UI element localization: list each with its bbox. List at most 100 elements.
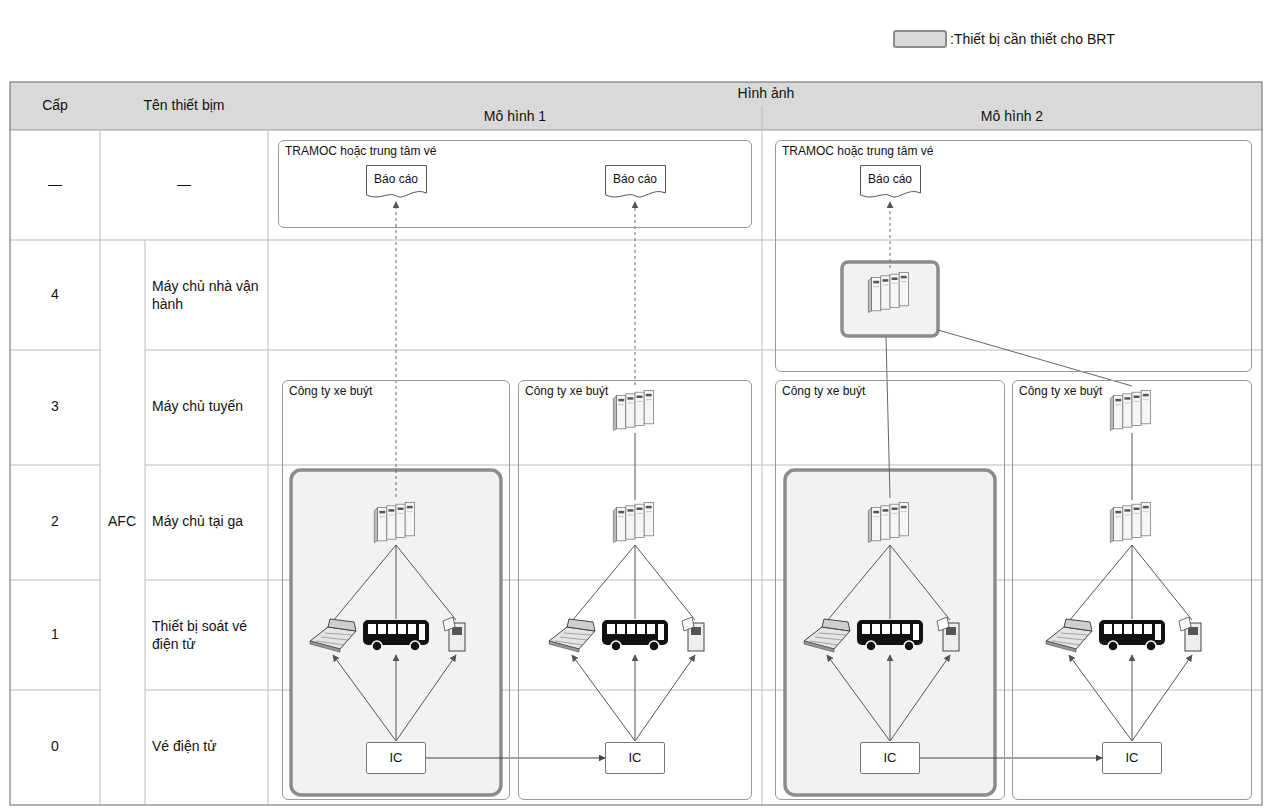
report-arrow [635,202,636,385]
ticket-machine-icon [549,619,595,652]
column-line [268,130,269,805]
node-text: IC [629,743,642,773]
row-line [10,130,1262,131]
document-outline [860,166,920,198]
device-name: Máy chủ nhà vận hành [152,278,260,313]
reader-icon [1179,617,1201,651]
ic-card: IC [366,742,426,774]
node-text: IC [884,743,897,773]
node-text: TRAMOC hoặc trung tâm vé [776,141,1251,161]
company-box: Công ty xe buýtIC [282,380,510,800]
table-cell: — [48,176,62,194]
card-arrow [572,655,635,741]
level-number: 3 [51,398,59,416]
station-server-icon [868,503,908,543]
bus-icon [857,620,923,651]
company-box: Công ty xe buýtIC [775,380,1005,800]
system-label: AFC [108,513,136,531]
node-text: IC [390,743,403,773]
table-header: Cấp [42,97,68,115]
wire [890,545,891,619]
node-text: Công ty xe buýt [1013,381,1251,401]
card-arrow [890,655,891,741]
center-box: TRAMOC hoặc trung tâm vé Báo cáo [775,140,1252,372]
wires [827,545,950,741]
ticket-machine-icon [804,619,850,652]
report-arrow [396,202,397,497]
device-name: Máy chủ tại ga [152,513,260,531]
card-arrow [635,655,695,741]
route-server-icon [613,391,653,431]
card-arrow [1132,655,1192,741]
brt-highlight [785,470,995,795]
ticket-machine-icon [1046,619,1092,652]
card-arrow [396,655,456,741]
row-line [10,240,1262,241]
company-box: Công ty xe buýtIC [1012,380,1252,800]
reader-icon [937,617,959,651]
wire [827,545,890,621]
column-line [100,130,101,805]
station-server-icon [613,503,653,543]
column-line [145,240,146,805]
card-arrow [827,655,890,741]
wire [1069,545,1132,621]
table-grid [10,106,1262,805]
wire [1132,545,1192,620]
card-arrow [333,655,396,741]
document-outline [605,166,665,198]
wires [572,433,695,741]
card-transfer-arrow [426,758,605,759]
table-header: Mô hình 2 [981,108,1043,126]
node-text: Công ty xe buýt [519,381,751,401]
wire [1132,433,1133,500]
legend-swatch [893,30,947,48]
station-server-icon [374,503,414,543]
wire [635,545,695,620]
operator-server-icon [868,273,908,313]
device-name: Máy chủ tuyến [152,398,260,416]
node-text: Công ty xe buýt [283,381,509,401]
ic-card: IC [605,742,665,774]
row-line [10,690,100,691]
ic-card: IC [1102,742,1162,774]
company-illustration [549,391,704,742]
station-server-icon [1110,503,1150,543]
ticket-machine-icon [310,619,356,652]
card-arrow [1069,655,1132,741]
company-box: Công ty xe buýtIC [518,380,752,800]
node-text: IC [1126,743,1139,773]
wires [333,545,456,741]
bus-icon [1099,620,1165,651]
wire [635,433,636,500]
bus-icon [602,620,668,651]
row-line [145,350,1262,351]
brt-highlight [291,470,501,795]
server-link [886,337,890,498]
level-number: 4 [51,286,59,304]
report-arrow [890,202,891,268]
node-text: Báo cáo [613,165,657,186]
table-header: Mô hình 1 [484,108,546,126]
row-line [10,350,100,351]
legend-text: :Thiết bị cần thiết cho BRT [950,30,1115,48]
node-text: TRAMOC hoặc trung tâm vé [279,141,751,161]
card-arrow [890,655,950,741]
wire [333,545,396,621]
report-doc: Báo cáo [605,165,666,200]
report-doc: Báo cáo [860,165,921,200]
device-name: Vé điện tử [152,738,260,756]
level-number: 2 [51,513,59,531]
company-illustration [310,503,465,742]
card-arrow [1132,655,1133,741]
node-text: Công ty xe buýt [776,381,1004,401]
wire [572,545,635,621]
level-number: 0 [51,738,59,756]
level-number: 1 [51,626,59,644]
wire [396,545,456,620]
node-text: Báo cáo [374,165,418,186]
row-line [10,580,100,581]
brt-highlight [842,262,938,336]
bus-icon [363,620,429,651]
